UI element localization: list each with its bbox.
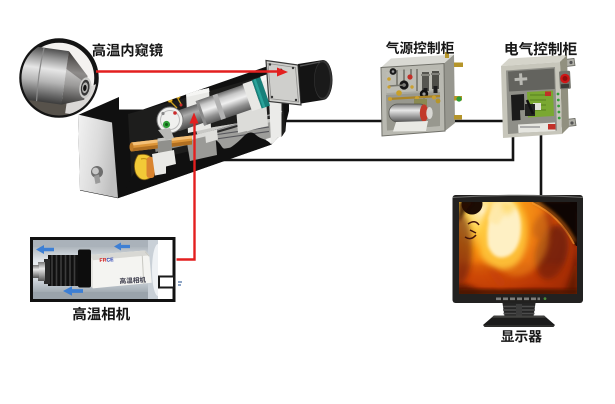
- svg-text:FRCE: FRCE: [99, 257, 114, 264]
